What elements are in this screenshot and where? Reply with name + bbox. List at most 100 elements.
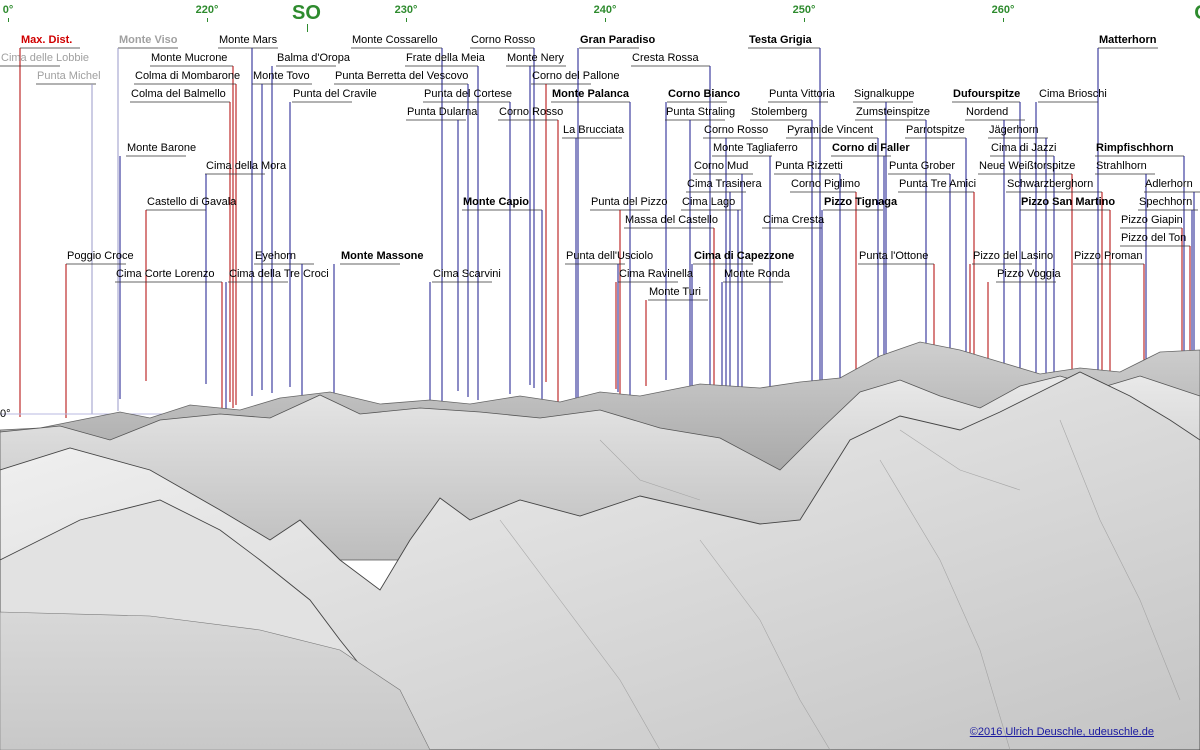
peak-label: Pizzo del Ton — [1121, 232, 1187, 244]
compass-label: 0° — [2, 4, 14, 16]
peak-label: Pizzo Giapin — [1121, 214, 1183, 226]
peak-label: Punta del Cortese — [424, 88, 513, 100]
peak-label: Corno del Pallone — [532, 70, 620, 82]
peak-label: Monte Palanca — [552, 88, 630, 100]
peak-label: Corno di Faller — [832, 142, 910, 154]
peak-label: Pizzo Tignaga — [824, 196, 898, 208]
peak-leader-lines — [0, 47, 1200, 419]
peak-label: Gran Paradiso — [580, 34, 656, 46]
peak-label: Punta del Cravile — [293, 88, 377, 100]
peak-label: Corno Bianco — [668, 88, 741, 100]
peak-label: Punta Tre Amici — [899, 178, 977, 190]
peak-label: Corno Rosso — [704, 124, 769, 136]
peak-label: Pizzo Voggia — [997, 268, 1061, 280]
compass-label: 230° — [394, 4, 418, 16]
peak-label: Punta Michel — [37, 70, 101, 82]
compass-label: SO — [292, 2, 321, 24]
compass-tick — [1003, 18, 1004, 22]
peak-label: Monte Barone — [127, 142, 197, 154]
peak-label: Cima della Tre Croci — [229, 268, 329, 280]
compass-tick — [605, 18, 606, 22]
peak-label: Cima di Jazzi — [991, 142, 1057, 154]
peak-label: Punta Vittoria — [769, 88, 835, 100]
peak-label: Cima Ravinella — [619, 268, 693, 280]
compass-tick — [406, 18, 407, 22]
peak-label: Punta l'Ottone — [859, 250, 929, 262]
peak-label: Monte Turi — [649, 286, 701, 298]
horizon-angle-label: 0° — [0, 408, 11, 420]
peak-label: Corno Rosso — [471, 34, 536, 46]
compass-tick — [306, 24, 308, 32]
peak-label: Punta dell'Usciolo — [566, 250, 654, 262]
copyright-link[interactable]: ©2016 Ulrich Deuschle, udeuschle.de — [969, 726, 1154, 738]
peak-label: Strahlhorn — [1096, 160, 1147, 172]
peak-label: Colma di Mombarone — [135, 70, 241, 82]
peak-label: Punta Grober — [889, 160, 956, 172]
peak-label: Pizzo del Lasino — [973, 250, 1054, 262]
compass-tick — [207, 18, 208, 22]
peak-label: Nordend — [966, 106, 1009, 118]
peak-label: Punta Berretta del Vescovo — [335, 70, 469, 82]
peak-label: Castello di Gavala — [147, 196, 237, 208]
compass-label: 250° — [792, 4, 816, 16]
peak-label: La Brucciata — [563, 124, 625, 136]
peak-label: Monte Viso — [119, 34, 178, 46]
peak-label: Punta del Pizzo — [591, 196, 668, 208]
peak-label: Cima di Capezzone — [694, 250, 795, 262]
peak-label: Punta Straling — [666, 106, 736, 118]
peak-label: Poggio Croce — [67, 250, 134, 262]
compass-tick — [804, 18, 805, 22]
peak-label: Pizzo Proman — [1074, 250, 1143, 262]
peak-label: Balma d'Oropa — [277, 52, 351, 64]
peak-label: Massa del Castello — [625, 214, 718, 226]
peak-label: Eyehorn — [255, 250, 296, 262]
peak-label: Pizzo San Martino — [1021, 196, 1116, 208]
compass-label: 220° — [195, 4, 219, 16]
peak-label: Adlerhorn — [1145, 178, 1193, 190]
peak-label: Monte Mucrone — [151, 52, 228, 64]
peak-label: Cresta Rossa — [632, 52, 699, 64]
peak-label: Cima Brioschi — [1039, 88, 1107, 100]
peak-label: Monte Massone — [341, 250, 424, 262]
peak-label: Monte Cossarello — [352, 34, 438, 46]
peak-label: Jägerhorn — [989, 124, 1039, 136]
peak-label: Cima Scarvini — [433, 268, 501, 280]
peak-label: Monte Nery — [507, 52, 564, 64]
peak-label: Colma del Balmello — [131, 88, 226, 100]
peak-label: Monte Tagliaferro — [713, 142, 798, 154]
peak-label: Monte Tovo — [253, 70, 310, 82]
peak-label: Signalkuppe — [854, 88, 915, 100]
peak-label: Cima Corte Lorenzo — [116, 268, 215, 280]
peak-label: Cima della Mora — [206, 160, 287, 172]
terrain-shading — [499, 419, 1181, 750]
peak-label: Spechhorn — [1139, 196, 1193, 208]
peak-label: Monte Ronda — [724, 268, 791, 280]
peak-label: Cima Cresta — [763, 214, 825, 226]
peak-label: Pyramide Vincent — [787, 124, 874, 136]
peak-label: Max. Dist. — [21, 34, 73, 46]
peak-label: Dufourspitze — [953, 88, 1021, 100]
peak-label: Stolemberg — [751, 106, 808, 118]
compass-label: 260° — [991, 4, 1015, 16]
peak-label: Cima Lago — [682, 196, 736, 208]
peak-label: Schwarzberghorn — [1007, 178, 1094, 190]
peak-label: Zumsteinspitze — [856, 106, 930, 118]
compass-label: 240° — [593, 4, 617, 16]
peak-label: Corno Rosso — [499, 106, 564, 118]
peak-label: Frate della Meia — [406, 52, 485, 64]
peak-label: Punta Dularna — [407, 106, 478, 118]
compass-tick — [8, 18, 9, 22]
peak-label: Matterhorn — [1099, 34, 1157, 46]
peak-label: Corno Piglimo — [791, 178, 861, 190]
peak-label: Corno Mud — [694, 160, 749, 172]
peak-label: Punta Rizzetti — [775, 160, 843, 172]
peak-label: Monte Capio — [463, 196, 529, 208]
peak-label: Rimpfischhorn — [1096, 142, 1174, 154]
peak-label: Testa Grigia — [749, 34, 812, 46]
peak-label: Monte Mars — [219, 34, 278, 46]
peak-label: Cima Trasinera — [687, 178, 762, 190]
valley-plain — [0, 611, 431, 750]
peak-label: Neue Weißtorspitze — [979, 160, 1076, 172]
